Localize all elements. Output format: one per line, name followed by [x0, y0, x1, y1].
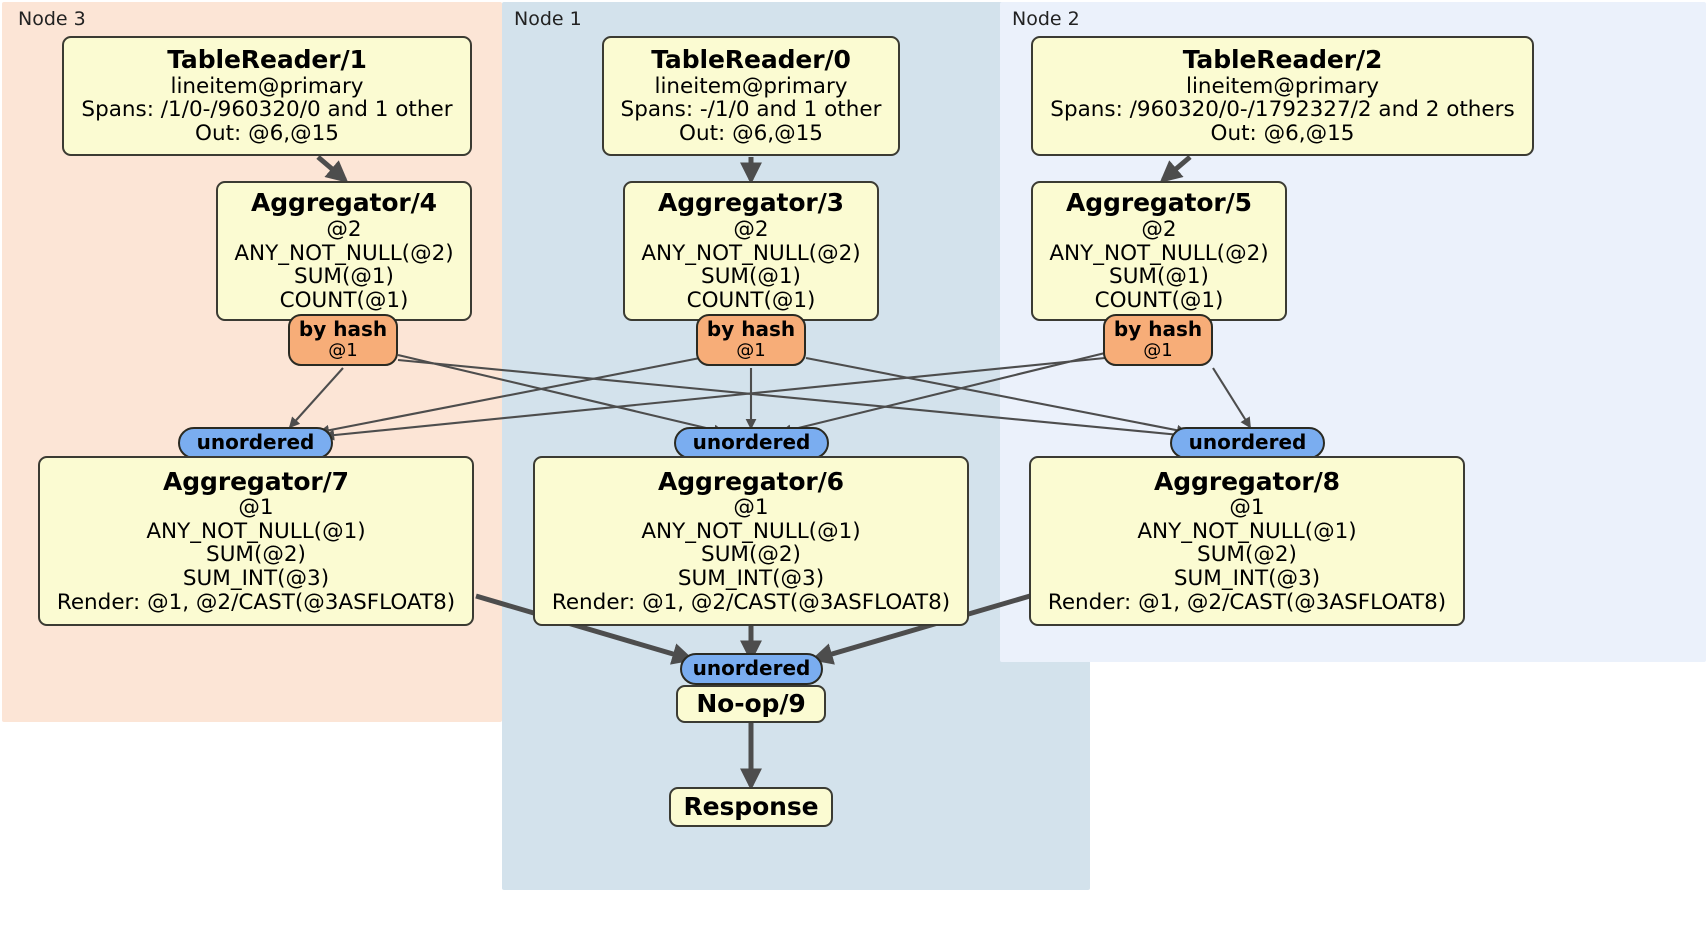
processor-title: TableReader/0 [651, 45, 851, 75]
synchronizer-unordered-right[interactable]: unordered [1170, 427, 1325, 459]
edge-hashR-syncL [323, 356, 1106, 441]
router-label: by hash [298, 317, 388, 342]
processor-detail-line: @2 [1141, 216, 1177, 242]
processor-detail-line: ANY_NOT_NULL(@2) [1049, 240, 1269, 266]
router-by-hash-center[interactable]: by hash @1 [696, 314, 806, 366]
processor-detail-line: lineitem@primary [654, 73, 848, 99]
processor-aggregator-8[interactable]: Aggregator/8 @1 ANY_NOT_NULL(@1) SUM(@2)… [1029, 456, 1465, 626]
processor-detail-line: SUM(@1) [701, 264, 801, 290]
processor-aggregator-4[interactable]: Aggregator/4 @2 ANY_NOT_NULL(@2) SUM(@1)… [216, 181, 472, 321]
router-column: @1 [328, 340, 358, 362]
processor-detail-line: COUNT(@1) [279, 287, 409, 313]
processor-noop-9[interactable]: No-op/9 [676, 685, 826, 723]
edge-hashL-syncL [288, 367, 344, 429]
processor-detail-line: SUM(@2) [206, 542, 306, 568]
edge-hashL-syncC [397, 353, 725, 436]
router-label: by hash [706, 317, 796, 342]
edge-hashC-syncL [318, 356, 701, 436]
edge-hashC-syncR [805, 356, 1188, 436]
processor-title: Aggregator/6 [658, 466, 844, 496]
edge-tr2-agg5 [1159, 155, 1192, 183]
processor-detail-line: Render: @1, @2/CAST(@3ASFLOAT8) [56, 589, 456, 615]
processor-detail-line: SUM_INT(@3) [182, 566, 330, 592]
processor-aggregator-7[interactable]: Aggregator/7 @1 ANY_NOT_NULL(@1) SUM(@2)… [38, 456, 474, 626]
processor-detail-line: Spans: -/1/0 and 1 other [620, 97, 882, 123]
processor-detail-line: ANY_NOT_NULL(@2) [234, 240, 454, 266]
processor-title: Response [683, 792, 819, 822]
processor-title: TableReader/1 [167, 45, 367, 75]
panel-label-node-2: Node 2 [1012, 8, 1080, 30]
processor-detail-line: ANY_NOT_NULL(@1) [146, 518, 366, 544]
edge-hashL-syncR [397, 358, 1192, 441]
processor-detail-line: COUNT(@1) [686, 287, 816, 313]
processor-aggregator-6[interactable]: Aggregator/6 @1 ANY_NOT_NULL(@1) SUM(@2)… [533, 456, 969, 626]
processor-detail-line: SUM(@1) [294, 264, 394, 290]
processor-response[interactable]: Response [669, 787, 833, 827]
edge-hashR-syncC [780, 351, 1106, 436]
edge-agg8-syncF [810, 593, 1031, 665]
router-column: @1 [736, 340, 766, 362]
processor-title: Aggregator/5 [1066, 188, 1252, 218]
processor-detail-line: Out: @6,@15 [1210, 121, 1355, 147]
synchronizer-label: unordered [196, 430, 315, 455]
processor-detail-line: Spans: /960320/0-/1792327/2 and 2 others [1050, 97, 1515, 123]
synchronizer-unordered-center[interactable]: unordered [674, 427, 829, 459]
synchronizer-unordered-left[interactable]: unordered [178, 427, 333, 459]
router-by-hash-left[interactable]: by hash @1 [288, 314, 398, 366]
processor-detail-line: SUM_INT(@3) [1173, 566, 1321, 592]
router-column: @1 [1143, 340, 1173, 362]
processor-detail-line: ANY_NOT_NULL(@2) [641, 240, 861, 266]
panel-label-node-1: Node 1 [514, 8, 582, 30]
processor-title: Aggregator/7 [163, 466, 349, 496]
processor-detail-line: ANY_NOT_NULL(@1) [641, 518, 861, 544]
synchronizer-unordered-final[interactable]: unordered [680, 653, 823, 685]
panel-label-node-3: Node 3 [18, 8, 86, 30]
router-label: by hash [1113, 317, 1203, 342]
processor-title: Aggregator/8 [1154, 466, 1340, 496]
processor-title: Aggregator/4 [251, 188, 437, 218]
processor-table-reader-1[interactable]: TableReader/1 lineitem@primary Spans: /1… [62, 36, 472, 156]
synchronizer-label: unordered [692, 430, 811, 455]
processor-detail-line: COUNT(@1) [1094, 287, 1224, 313]
processor-detail-line: Render: @1, @2/CAST(@3ASFLOAT8) [1047, 589, 1447, 615]
processor-detail-line: lineitem@primary [170, 73, 364, 99]
edge-hashR-syncR [1212, 367, 1251, 429]
processor-detail-line: @2 [733, 216, 769, 242]
processor-title: TableReader/2 [1182, 45, 1383, 75]
edge-agg7-syncF [475, 593, 695, 665]
processor-title: Aggregator/3 [658, 188, 844, 218]
processor-detail-line: SUM(@2) [701, 542, 801, 568]
processor-detail-line: SUM(@2) [1197, 542, 1297, 568]
processor-detail-line: lineitem@primary [1185, 73, 1380, 99]
router-by-hash-right[interactable]: by hash @1 [1103, 314, 1213, 366]
processor-detail-line: @2 [326, 216, 362, 242]
processor-detail-line: Out: @6,@15 [679, 121, 823, 147]
synchronizer-label: unordered [692, 656, 811, 681]
processor-aggregator-5[interactable]: Aggregator/5 @2 ANY_NOT_NULL(@2) SUM(@1)… [1031, 181, 1287, 321]
processor-detail-line: Out: @6,@15 [195, 121, 339, 147]
processor-detail-line: @1 [238, 495, 274, 521]
processor-table-reader-0[interactable]: TableReader/0 lineitem@primary Spans: -/… [602, 36, 900, 156]
processor-detail-line: SUM_INT(@3) [677, 566, 825, 592]
processor-table-reader-2[interactable]: TableReader/2 lineitem@primary Spans: /9… [1031, 36, 1534, 156]
processor-detail-line: Render: @1, @2/CAST(@3ASFLOAT8) [551, 589, 951, 615]
processor-aggregator-3[interactable]: Aggregator/3 @2 ANY_NOT_NULL(@2) SUM(@1)… [623, 181, 879, 321]
processor-detail-line: SUM(@1) [1109, 264, 1209, 290]
processor-detail-line: @1 [1229, 495, 1265, 521]
processor-detail-line: ANY_NOT_NULL(@1) [1137, 518, 1357, 544]
edge-tr1-agg4 [316, 155, 349, 183]
synchronizer-label: unordered [1188, 430, 1307, 455]
processor-detail-line: @1 [733, 495, 769, 521]
processor-title: No-op/9 [696, 689, 806, 719]
processor-detail-line: Spans: /1/0-/960320/0 and 1 other [81, 97, 453, 123]
